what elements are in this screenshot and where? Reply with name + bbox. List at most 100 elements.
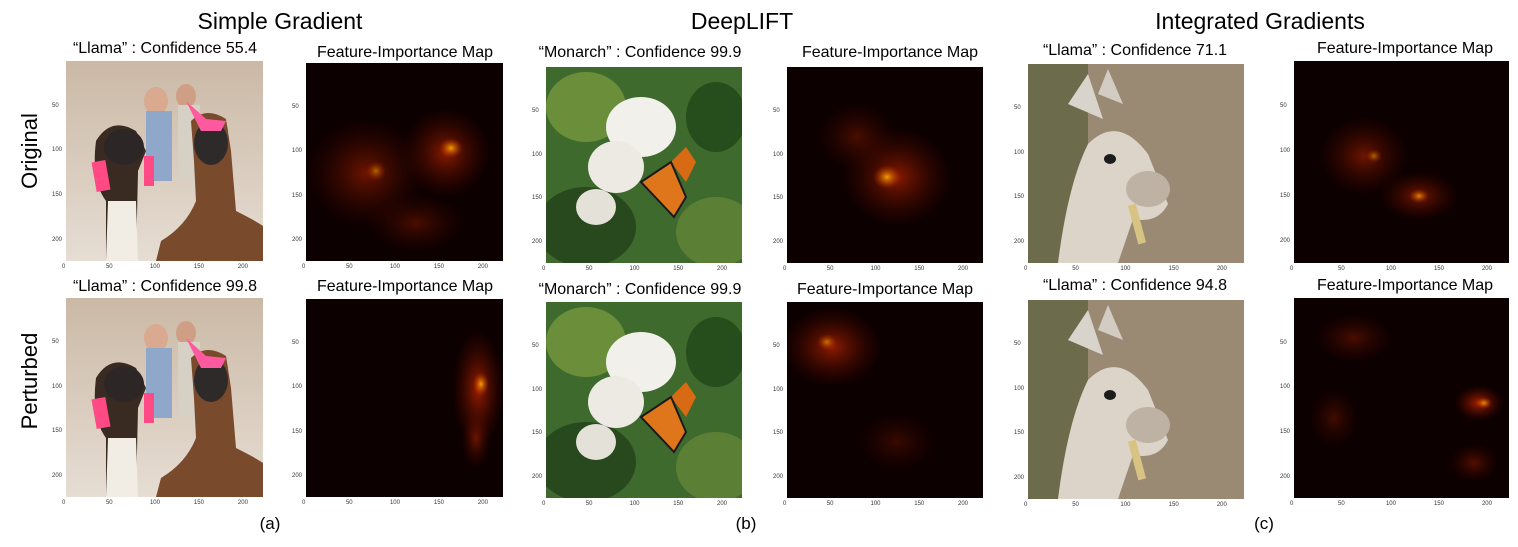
panel-title-ig-pert-map: Feature-Importance Map	[1316, 277, 1494, 294]
y-tick-label: 100	[532, 386, 543, 393]
x-tick-label: 0	[302, 500, 306, 506]
x-tick-label: 100	[870, 266, 881, 272]
y-tick-label: 50	[292, 104, 299, 111]
panel-title-ig-pert-image: “Llama” : Confidence 94.8	[1042, 277, 1228, 294]
method-title-simple-gradient: Simple Gradient	[197, 8, 363, 34]
x-tick-label: 150	[1433, 266, 1444, 272]
x-tick-label: 200	[477, 500, 488, 506]
y-tick-label: 150	[1280, 193, 1291, 200]
y-tick-label: 200	[292, 236, 303, 243]
y-tick-label: 150	[52, 428, 63, 435]
y-tick-label: 200	[52, 236, 63, 243]
y-tick-label: 50	[1014, 105, 1021, 112]
x-tick-label: 150	[433, 264, 444, 270]
heatmap-ig-perturbed	[1294, 298, 1509, 498]
method-title-deeplift: DeepLIFT	[690, 8, 794, 34]
y-tick-label: 100	[1280, 384, 1291, 391]
y-tick-label: 100	[292, 148, 303, 155]
x-tick-label: 50	[1337, 266, 1345, 272]
x-tick-label: 100	[1385, 266, 1396, 272]
x-tick-label: 100	[1120, 266, 1131, 272]
x-tick-label: 50	[1337, 501, 1345, 507]
panel-title-ig-orig-map: Feature-Importance Map	[1316, 40, 1494, 57]
x-tick-label: 200	[717, 501, 728, 507]
panel-title-sg-orig-map: Feature-Importance Map	[316, 44, 494, 61]
x-tick-label: 150	[673, 501, 684, 507]
y-tick-label: 100	[52, 383, 63, 390]
method-title-integrated-gradients: Integrated Gradients	[1155, 8, 1365, 34]
y-tick-label: 200	[532, 474, 543, 480]
y-tick-label: 150	[1014, 194, 1025, 201]
sublabel-c: (c)	[1254, 514, 1274, 533]
x-tick-label: 100	[870, 501, 881, 507]
sublabel-b: (b)	[735, 514, 757, 533]
panel-title-dl-orig-map: Feature-Importance Map	[801, 44, 979, 61]
heatmap-dl-perturbed	[787, 302, 983, 498]
x-tick-label: 0	[542, 266, 546, 272]
x-tick-label: 150	[1168, 266, 1179, 272]
x-tick-label: 0	[783, 266, 787, 272]
x-tick-label: 0	[1024, 266, 1028, 272]
x-tick-label: 100	[1120, 502, 1131, 508]
x-tick-label: 100	[629, 266, 640, 272]
y-tick-label: 50	[532, 342, 539, 349]
x-tick-label: 50	[105, 500, 113, 506]
x-tick-label: 50	[105, 264, 113, 270]
x-tick-label: 50	[345, 500, 353, 506]
x-tick-label: 0	[542, 501, 546, 507]
x-tick-label: 100	[149, 264, 160, 270]
x-tick-label: 100	[389, 264, 400, 270]
x-tick-label: 150	[433, 500, 444, 506]
panel-title-ig-orig-image: “Llama” : Confidence 71.1	[1042, 42, 1228, 59]
y-tick-label: 50	[773, 107, 780, 114]
y-tick-label: 200	[1280, 473, 1291, 480]
y-tick-label: 200	[52, 472, 63, 479]
y-tick-label: 150	[1014, 430, 1025, 437]
heatmap-dl-original	[787, 67, 983, 263]
y-tick-label: 200	[1280, 238, 1291, 245]
panel-title-dl-pert-image: “Monarch” : Confidence 99.9	[538, 281, 742, 298]
y-tick-label: 100	[1014, 385, 1025, 392]
y-tick-label: 150	[532, 195, 543, 202]
x-tick-label: 150	[1433, 501, 1444, 507]
butterfly-photo-original	[546, 67, 742, 263]
x-tick-label: 0	[62, 264, 66, 270]
x-tick-label: 200	[1216, 502, 1227, 508]
panel-title-sg-orig-image: “Llama” : Confidence 55.4	[72, 40, 258, 57]
y-tick-label: 150	[52, 191, 63, 198]
x-tick-label: 0	[783, 501, 787, 507]
y-tick-label: 150	[773, 195, 784, 202]
y-tick-label: 100	[532, 151, 543, 158]
y-tick-label: 150	[292, 428, 303, 435]
y-tick-label: 200	[532, 239, 543, 245]
x-tick-label: 100	[1385, 501, 1396, 507]
y-tick-label: 100	[773, 386, 784, 393]
x-tick-label: 50	[585, 501, 593, 507]
x-tick-label: 50	[345, 264, 353, 270]
x-tick-label: 0	[62, 500, 66, 506]
x-tick-label: 50	[1072, 502, 1079, 508]
x-tick-label: 200	[1481, 501, 1492, 507]
y-tick-label: 150	[292, 192, 303, 199]
x-tick-label: 200	[237, 264, 248, 270]
panel-title-dl-orig-image: “Monarch” : Confidence 99.9	[538, 44, 742, 61]
x-tick-label: 150	[1168, 502, 1179, 508]
sublabel-a: (a)	[259, 514, 281, 533]
y-tick-label: 100	[52, 147, 63, 154]
row-label-original: Original	[17, 113, 42, 189]
y-tick-label: 50	[292, 340, 299, 347]
y-tick-label: 150	[1280, 428, 1291, 435]
x-tick-label: 0	[302, 264, 306, 270]
llama-photo-perturbed	[66, 298, 263, 497]
panel-title-sg-pert-map: Feature-Importance Map	[316, 278, 494, 295]
x-tick-label: 150	[193, 500, 204, 506]
x-tick-label: 200	[958, 266, 969, 272]
y-tick-label: 150	[773, 430, 784, 437]
heatmap-sg-original	[306, 63, 503, 261]
y-tick-label: 50	[532, 107, 539, 114]
heatmap-ig-original	[1294, 61, 1509, 263]
x-tick-label: 150	[673, 266, 684, 272]
x-tick-label: 100	[149, 500, 160, 506]
y-tick-label: 50	[52, 102, 59, 109]
panel-title-dl-pert-map: Feature-Importance Map	[796, 281, 974, 298]
